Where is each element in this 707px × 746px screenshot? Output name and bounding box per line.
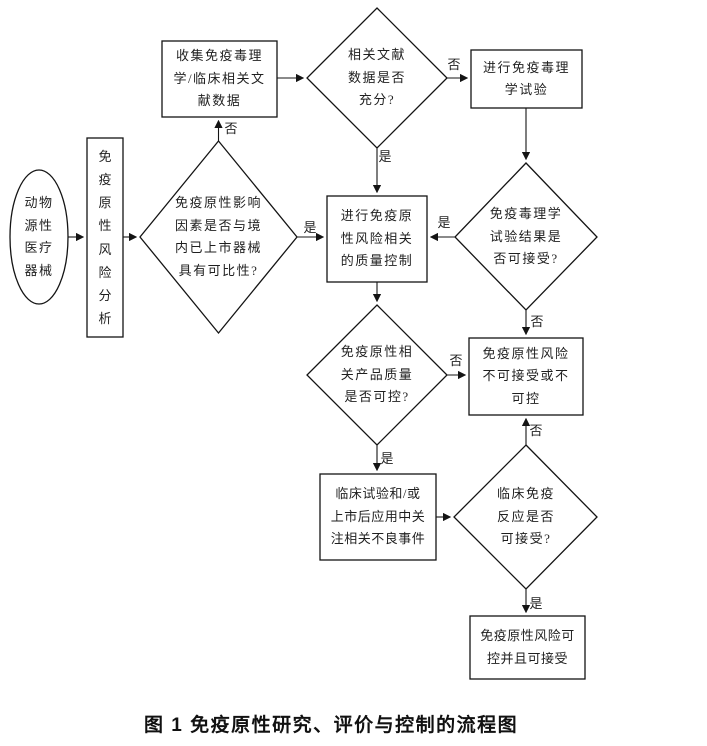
edge-label-no-product-quality: 否 xyxy=(449,353,463,368)
node-risk-acceptable: 免疫原性风险可 控并且可接受 xyxy=(480,628,575,666)
edge-label-yes-literature: 是 xyxy=(378,149,392,164)
node-immunotox-test: 进行免疫毒理 学试验 xyxy=(482,59,570,98)
node-literature-sufficient: 相关文献 数据是否 充分? xyxy=(347,47,406,108)
edge-label-no-clinical-immune: 否 xyxy=(529,423,543,438)
node-clinical-immune: 临床免疫 反应是否 可接受? xyxy=(496,486,555,547)
node-collect-literature: 收集免疫毒理 学/临床相关文 献数据 xyxy=(173,48,266,109)
node-quality-control: 进行免疫原 性风险相关 的质量控制 xyxy=(340,208,414,269)
edge-label-no-literature: 否 xyxy=(447,57,461,72)
collect-literature-shape xyxy=(161,40,278,118)
node-comparability: 免疫原性影响 因素是否与境 内已上市器械 具有可比性? xyxy=(174,195,262,278)
quality-control-shape xyxy=(326,195,428,283)
edge-label-yes-clinical-immune: 是 xyxy=(529,596,543,611)
risk-acceptable-shape xyxy=(469,615,586,680)
node-risk-unacceptable: 免疫原性风险 不可接受或不 可控 xyxy=(482,345,570,406)
node-clinical-trial: 临床试验和/或 上市后应用中关 注相关不良事件 xyxy=(330,486,426,547)
risk-analysis-shape xyxy=(86,137,124,338)
node-start: 动物 源性 医疗 器械 xyxy=(24,195,54,278)
edge-label-yes-comparability: 是 xyxy=(303,220,317,235)
comparability-diamond-shape xyxy=(139,139,298,335)
edge-label-yes-product-quality: 是 xyxy=(380,451,394,466)
node-tox-result: 免疫毒理学 试验结果是 否可接受? xyxy=(489,206,563,267)
node-product-quality: 免疫原性相 关产品质量 是否可控? xyxy=(340,344,414,405)
edge-label-no-tox-result: 否 xyxy=(530,314,544,329)
edge-label-no-comparability: 否 xyxy=(224,121,238,136)
node-risk-analysis: 免 疫 原 性 风 险 分 析 xyxy=(98,148,112,327)
risk-unacceptable-shape xyxy=(468,337,584,416)
clinical-trial-shape xyxy=(319,473,437,561)
edge-label-yes-tox-result: 是 xyxy=(437,215,451,230)
figure-caption: 图 1 免疫原性研究、评价与控制的流程图 xyxy=(144,715,519,736)
immunotox-test-shape xyxy=(470,49,583,109)
